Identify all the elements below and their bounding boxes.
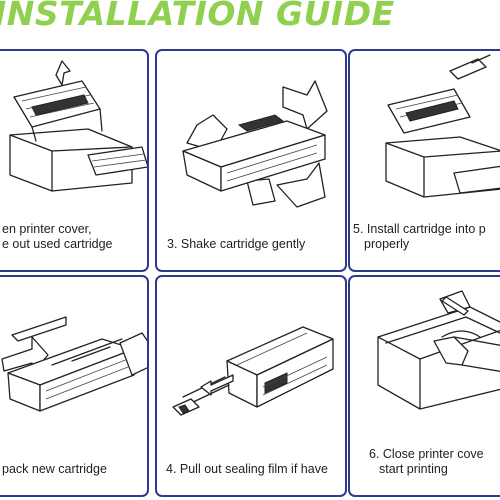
printer-install-illustration (385, 54, 500, 198)
step-caption: 4. Pull out sealing film if have (166, 462, 328, 476)
page-title: INSTALLATION GUIDE (0, 0, 395, 33)
step-caption: 5. Install cartridge into p properly (353, 222, 486, 251)
step-panel-install: 5. Install cartridge into p properly (348, 49, 500, 272)
step-caption: pack new cartridge (2, 462, 107, 476)
step-panel-shake: 3. Shake cartridge gently (155, 49, 347, 272)
step-panel-close-cover: 6. Close printer cove start printing (348, 275, 500, 497)
step-panel-open-cover: en printer cover, e out used cartridge (0, 49, 149, 272)
printer-open-illustration (9, 60, 147, 192)
cartridge-shake-illustration (182, 80, 328, 208)
step-caption: en printer cover, e out used cartridge (2, 222, 113, 251)
step-panel-unpack: pack new cartridge (0, 275, 149, 497)
step-caption: 3. Shake cartridge gently (167, 237, 306, 251)
step-panel-sealing-film: 4. Pull out sealing film if have (155, 275, 347, 497)
sealing-film-illustration (172, 326, 334, 416)
printer-close-illustration (377, 290, 500, 410)
step-caption: 6. Close printer cove start printing (369, 447, 484, 476)
cartridge-unpack-illustration (1, 316, 147, 412)
